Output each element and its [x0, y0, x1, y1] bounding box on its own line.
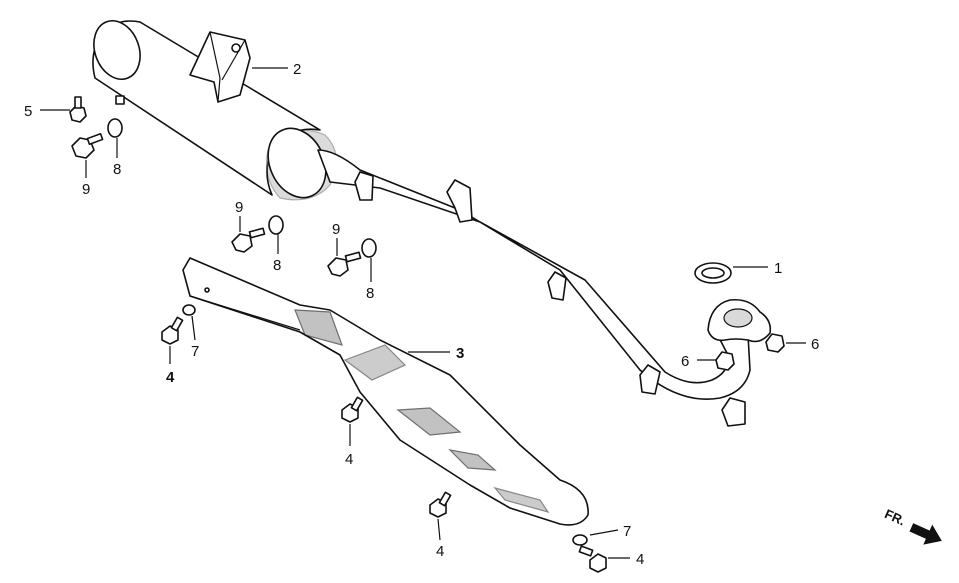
- callout-2: 2: [293, 61, 301, 78]
- washer-7-b: [572, 534, 588, 546]
- nut-6-a: [715, 351, 735, 371]
- callout-4-a: 4: [166, 369, 175, 386]
- bolt-5: [69, 96, 87, 123]
- washer-8-b: [268, 215, 284, 235]
- callout-9-b: 9: [235, 199, 243, 216]
- direction-label: FR.: [882, 506, 907, 528]
- bolt-9-a: [71, 132, 104, 159]
- callout-8-c: 8: [366, 285, 374, 302]
- bolt-4-c: [429, 491, 452, 518]
- callout-4-c: 4: [436, 543, 444, 560]
- washer-8-c: [361, 238, 377, 258]
- callout-5: 5: [24, 103, 32, 120]
- callout-9-c: 9: [332, 221, 340, 238]
- bolt-4-a: [161, 316, 184, 345]
- leader-lines: [40, 67, 806, 559]
- exhaust-pipe: [317, 149, 772, 427]
- callout-1: 1: [774, 260, 782, 277]
- bolt-4-b: [341, 396, 364, 423]
- front-direction-indicator: FR.: [882, 506, 942, 545]
- callout-6-a: 6: [681, 353, 689, 370]
- callout-8-b: 8: [273, 257, 281, 274]
- washer-8-a: [107, 118, 123, 138]
- nut-6-b: [765, 333, 785, 353]
- callout-4-d: 4: [636, 551, 644, 568]
- callout-3: 3: [456, 345, 464, 362]
- callout-8-a: 8: [113, 161, 121, 178]
- callout-7-b: 7: [623, 523, 631, 540]
- callout-4-b: 4: [345, 451, 353, 468]
- muffler: [92, 20, 337, 201]
- heat-shield: [182, 257, 589, 526]
- callout-7-a: 7: [191, 343, 199, 360]
- washer-7-a: [182, 304, 196, 316]
- callout-6-b: 6: [811, 336, 819, 353]
- bolt-9-c: [327, 251, 362, 277]
- callout-9-a: 9: [82, 181, 90, 198]
- bolt-9-b: [231, 227, 266, 253]
- bolt-4-d: [578, 545, 607, 573]
- arrow-right-icon: [909, 523, 942, 545]
